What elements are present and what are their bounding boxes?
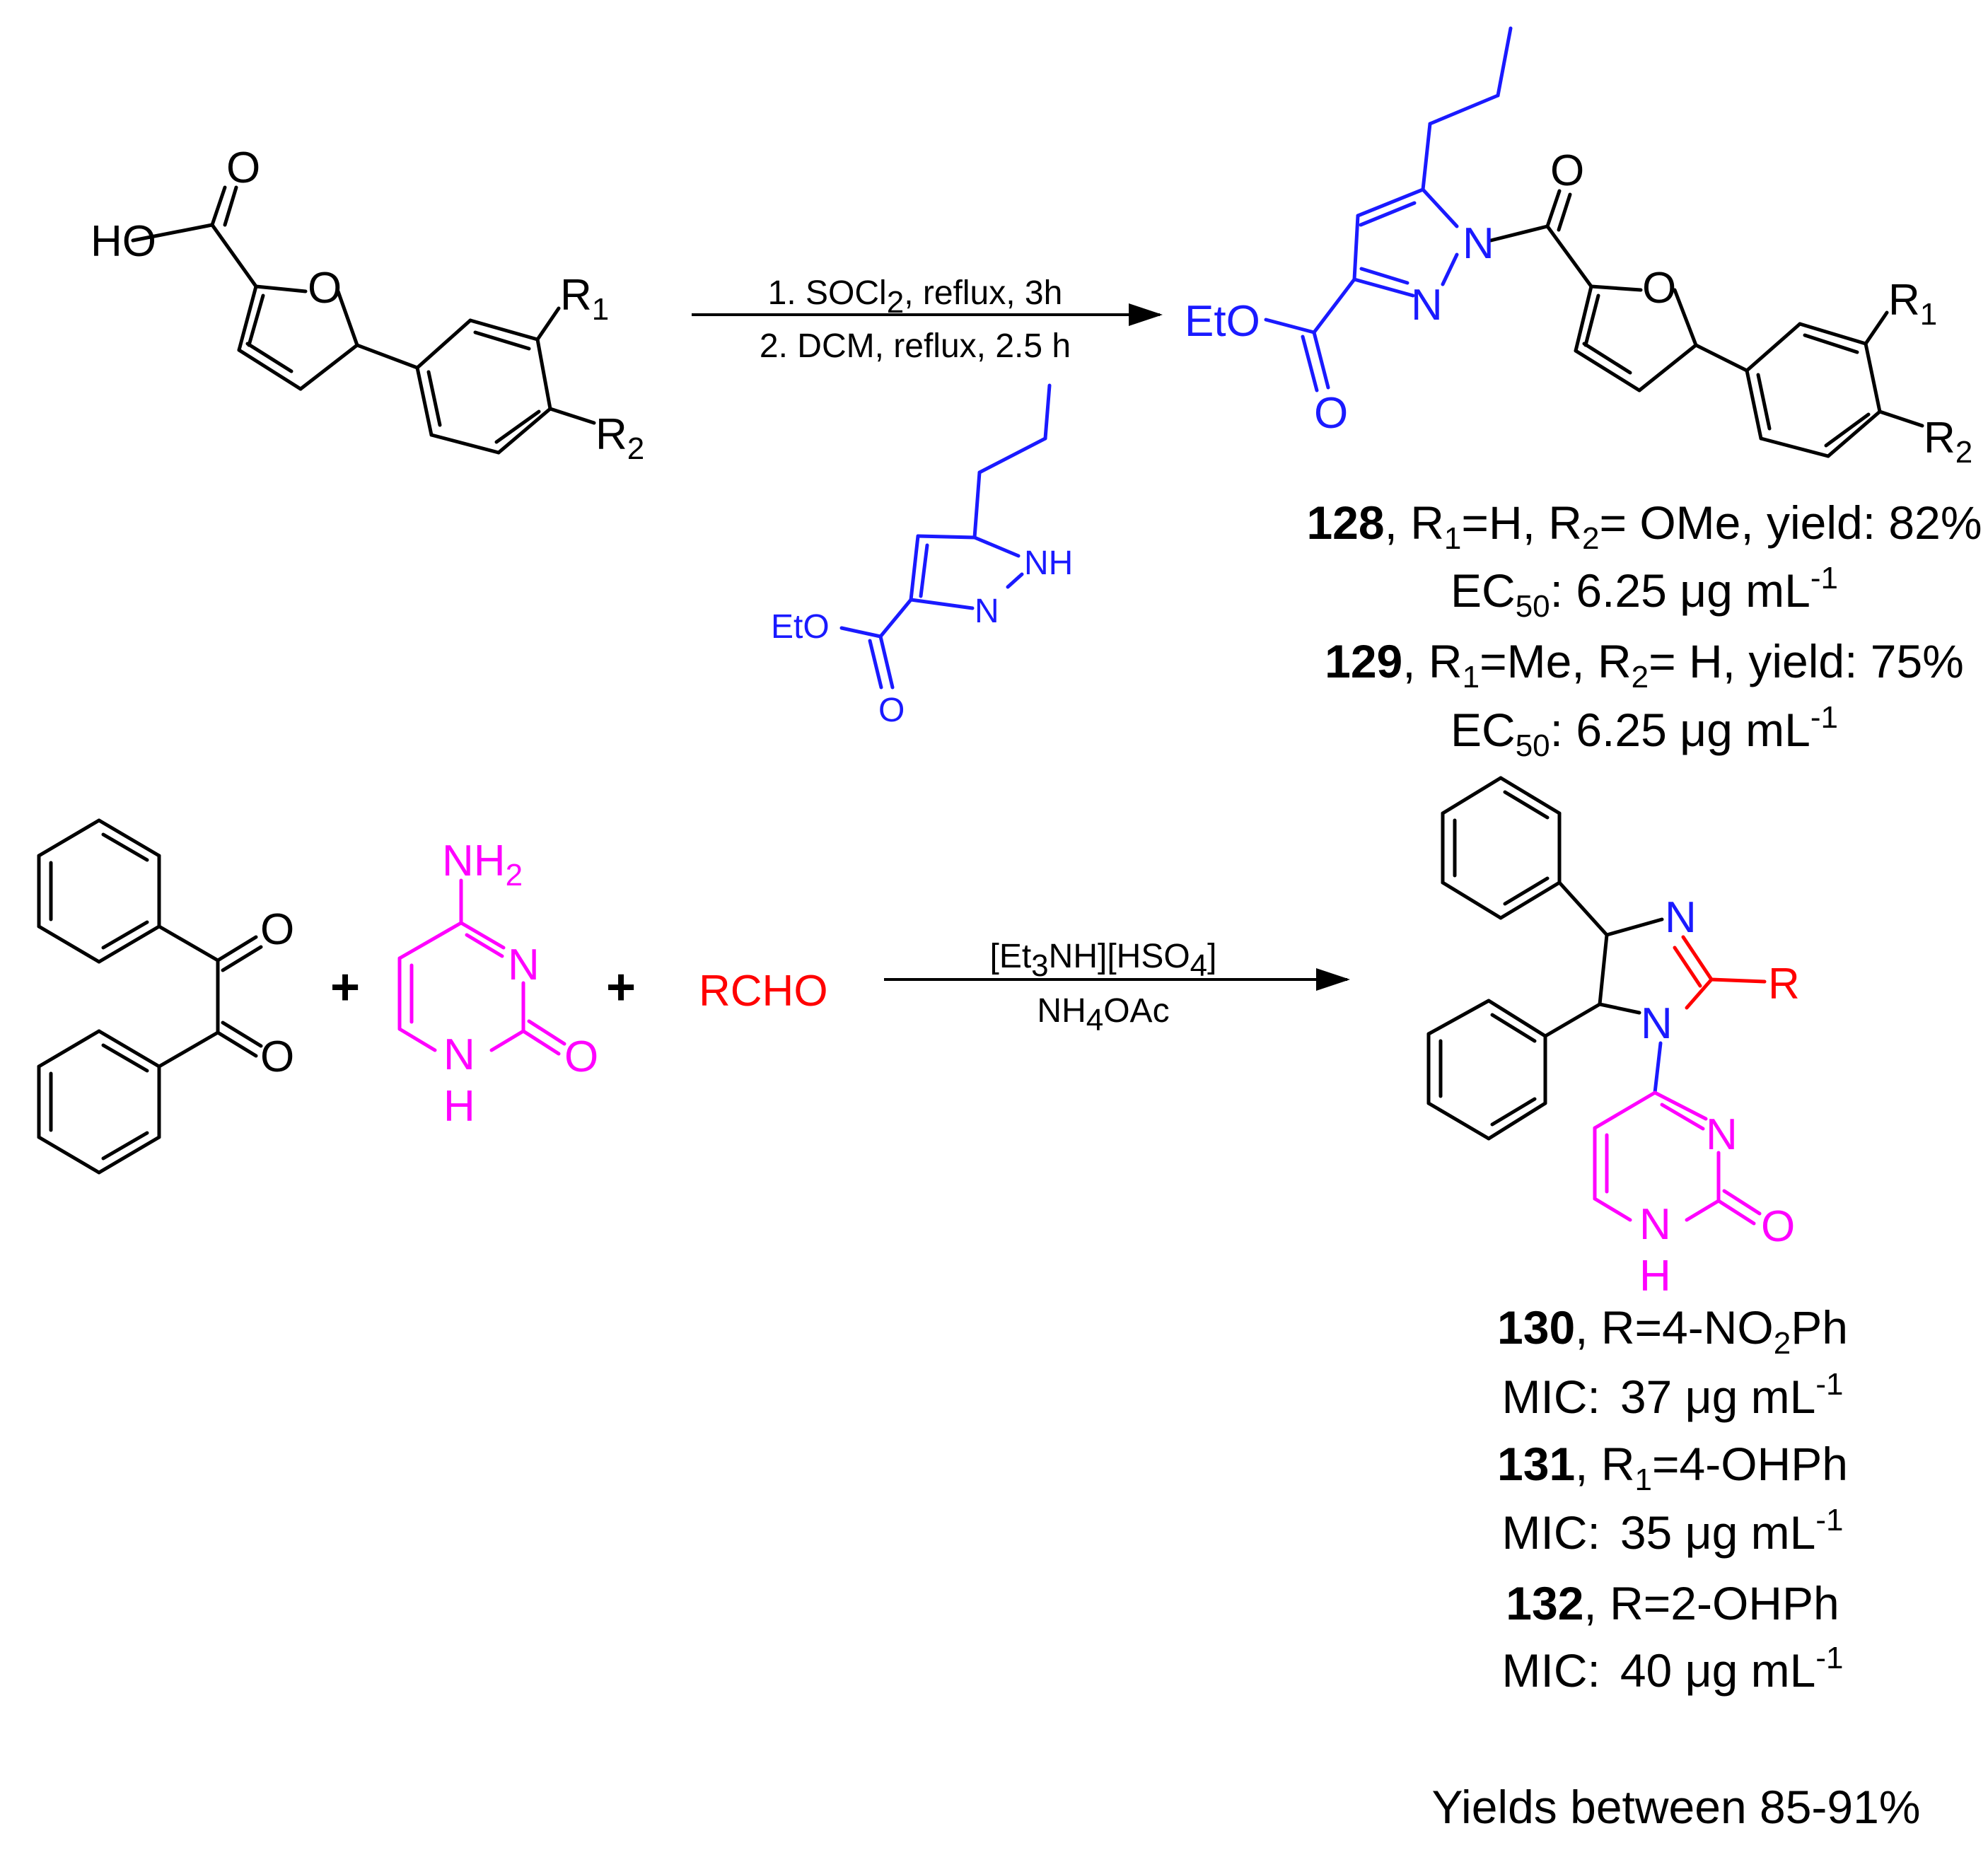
plus-sign-1: + <box>330 959 360 1016</box>
cytosine-structure: NH2 N O N H <box>397 837 598 1131</box>
compound-128-ec50: EC50: 6.25 μg mL-1 <box>1451 561 1838 624</box>
pyrazole-n-label: N <box>975 593 999 630</box>
benzil-bonds <box>37 818 263 1175</box>
condition-step-1: 1. SOCl2, reflux, 3h <box>768 274 1063 320</box>
product-cytosine-oxygen-label: O <box>1761 1202 1795 1251</box>
product-furan-aryl-bonds <box>1489 189 1924 458</box>
product-r1-label: R1 <box>1888 276 1937 332</box>
cytosine-carbonyl-oxygen-label: O <box>564 1033 598 1081</box>
imidazoline-n-ring-label: N <box>1641 999 1673 1048</box>
compound-130-caption: 130, R=4-NO2Ph MIC:37 μg mL-1 <box>1497 1301 1848 1423</box>
aldehyde-rcho-label: RCHO <box>699 967 828 1016</box>
ester-oxygen-label: O <box>878 692 905 729</box>
product-ester-oxygen-label: O <box>1314 389 1348 438</box>
pyrazole-furan-product-structure: N N EtO O O O R1 R2 <box>1185 26 1972 470</box>
ammonium-acetate-condition: NH4OAc <box>1037 992 1169 1037</box>
compound-128-description: 128, R1=H, R2= OMe, yield: 82% <box>1306 496 1982 556</box>
product-r2-label: R2 <box>1924 414 1972 470</box>
product-furan-oxygen-label: O <box>1642 264 1676 313</box>
furoic-acid-structure: HO O O R1 R2 <box>91 144 644 466</box>
compound-129-description: 129, R1=Me, R2= H, yield: 75% <box>1325 635 1964 694</box>
plus-sign-2: + <box>606 959 636 1016</box>
product-diphenyl-bonds <box>1426 776 1664 1141</box>
compound-128-caption: 128, R1=H, R2= OMe, yield: 82% EC50: 6.2… <box>1306 496 1982 624</box>
imidazoline-n-imine-label: N <box>1665 893 1697 942</box>
product-n-aryl-bond <box>1653 1041 1663 1095</box>
hydroxyl-label: HO <box>91 217 156 266</box>
cytosine-bonds <box>397 878 566 1056</box>
cytosine-n3-label: N <box>508 941 540 989</box>
product-cytosine-h-label: H <box>1639 1252 1671 1301</box>
furoic-acid-bonds <box>131 185 596 455</box>
compound-131-mic: MIC:35 μg mL-1 <box>1502 1503 1844 1559</box>
product-r-group-label: R <box>1768 960 1800 1008</box>
amino-group-label: NH2 <box>442 837 523 892</box>
product-cytosine-n3-label: N <box>1706 1110 1738 1159</box>
compound-131-caption: 131, R1=4-OHPh MIC:35 μg mL-1 <box>1497 1438 1848 1559</box>
benzil-oxygen-2-label: O <box>260 1033 294 1081</box>
product-n2-label: N <box>1411 281 1443 330</box>
pyrazole-reagent-bonds <box>839 383 1052 690</box>
product-ethoxy-label: EtO <box>1185 297 1260 346</box>
compound-130-mic: MIC:37 μg mL-1 <box>1502 1367 1844 1423</box>
compound-131-description: 131, R1=4-OHPh <box>1497 1438 1848 1497</box>
product-amidine-bonds <box>1673 935 1767 1010</box>
compound-129-ec50: EC50: 6.25 μg mL-1 <box>1451 700 1838 763</box>
ethoxy-label: EtO <box>771 608 830 646</box>
condition-step-2: 2. DCM, reflux, 2.5 h <box>760 327 1071 365</box>
yields-note: Yields between 85-91% <box>1431 1781 1920 1833</box>
pyrazole-reagent-structure: NH N EtO O <box>771 383 1073 729</box>
benzil-structure: O O <box>37 818 294 1175</box>
product-cytosine-n1-label: N <box>1639 1200 1671 1249</box>
product-n1-label: N <box>1463 219 1494 268</box>
r2-substituent-label: R2 <box>595 410 644 466</box>
product-pyrazole-bonds <box>1264 26 1513 392</box>
product-carbonyl-oxygen-label: O <box>1550 146 1584 195</box>
cytosine-n1-hydrogen-label: H <box>443 1082 475 1131</box>
carbonyl-oxygen-label: O <box>226 144 260 192</box>
compound-132-mic: MIC:40 μg mL-1 <box>1502 1641 1844 1697</box>
benzil-oxygen-1-label: O <box>260 905 294 954</box>
reaction-2: O O + NH2 N O N H + <box>37 776 1921 1833</box>
reaction-1: HO O O R1 R2 1. SOCl2, reflux, 3h 2. DCM… <box>91 26 1982 763</box>
catalyst-condition: [Et3NH][HSO4] <box>989 938 1216 983</box>
compound-129-caption: 129, R1=Me, R2= H, yield: 75% EC50: 6.25… <box>1325 635 1964 763</box>
pyrazole-nh-label: NH <box>1024 545 1073 582</box>
imidazoline-product-structure: N N R N O N H <box>1426 776 1800 1301</box>
r1-substituent-label: R1 <box>560 271 609 327</box>
cytosine-n1-label: N <box>443 1030 475 1079</box>
compound-130-description: 130, R=4-NO2Ph <box>1497 1301 1848 1361</box>
compound-132-description: 132, R=2-OHPh <box>1506 1577 1839 1629</box>
product-cytosine-bonds <box>1593 1091 1762 1226</box>
furan-oxygen-label: O <box>308 264 342 313</box>
compound-132-caption: 132, R=2-OHPh MIC:40 μg mL-1 <box>1502 1577 1844 1697</box>
